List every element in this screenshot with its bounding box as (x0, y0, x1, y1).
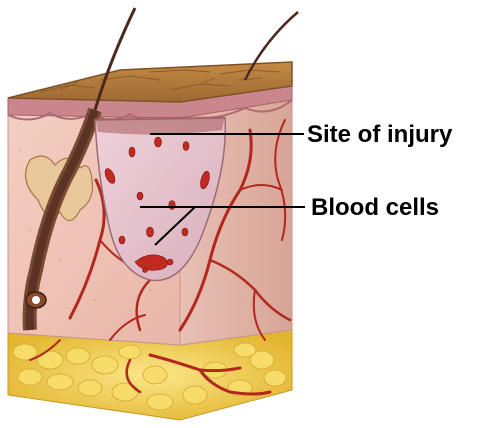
site-of-injury-label: Site of injury (307, 123, 452, 147)
wound-scab (95, 116, 225, 135)
fat-layer (8, 330, 292, 420)
blood-cells-label: Blood cells (311, 196, 439, 220)
